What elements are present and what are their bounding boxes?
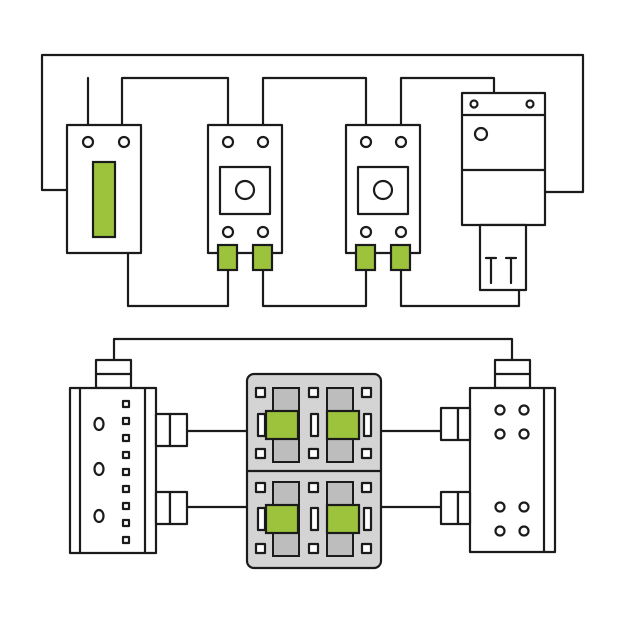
wire-bridge-1-2 bbox=[120, 76, 230, 127]
breaker-panel bbox=[245, 372, 383, 570]
top-bus-wire bbox=[112, 337, 514, 362]
breaker-toggle bbox=[325, 409, 361, 441]
green-terminal-right bbox=[389, 243, 412, 272]
green-terminal-right bbox=[251, 243, 274, 272]
wire-bridge-2-3 bbox=[261, 76, 368, 127]
terminal-block-left bbox=[68, 358, 189, 555]
breaker-row-upper bbox=[254, 386, 373, 463]
mount-holes-upper bbox=[494, 404, 530, 440]
switch-frame bbox=[218, 165, 272, 216]
outer-loop-wire bbox=[40, 53, 585, 194]
side-connector-lower-cap bbox=[168, 490, 189, 526]
wire-bottom-3-4 bbox=[399, 268, 521, 308]
breaker-row-lower bbox=[254, 481, 373, 557]
screw-terminal-icon bbox=[117, 135, 131, 149]
terminal-screw-column bbox=[121, 399, 131, 545]
screw-terminal-icon bbox=[359, 225, 373, 239]
screw-terminal-icon bbox=[81, 135, 95, 149]
screw-terminal-icon bbox=[394, 225, 408, 239]
push-button-icon bbox=[234, 179, 256, 201]
green-terminal-left bbox=[354, 243, 377, 272]
mount-hole-icon bbox=[93, 508, 105, 524]
green-terminal-left bbox=[216, 243, 239, 272]
terminal-block-right bbox=[439, 358, 557, 554]
screw-terminal-icon bbox=[256, 225, 270, 239]
mount-holes-lower bbox=[494, 501, 530, 537]
screw-terminal-icon bbox=[525, 99, 535, 109]
breaker-toggle bbox=[264, 409, 300, 441]
push-button-icon bbox=[372, 179, 394, 201]
side-connector-lower-cap bbox=[439, 490, 460, 526]
screw-terminal-icon bbox=[359, 135, 373, 149]
side-connector-lower bbox=[154, 490, 172, 526]
screw-terminal-icon bbox=[256, 135, 270, 149]
status-led-icon bbox=[473, 126, 489, 142]
power-supply-module bbox=[460, 91, 547, 292]
breaker-toggle bbox=[325, 503, 361, 535]
wire-bottom-1-2 bbox=[126, 251, 230, 308]
wire-bottom-2-3 bbox=[261, 268, 368, 308]
screw-terminal-icon bbox=[394, 135, 408, 149]
side-connector-upper-cap bbox=[439, 406, 460, 442]
side-connector-upper-cap bbox=[168, 412, 189, 448]
side-connector-upper bbox=[154, 412, 172, 448]
indicator-module bbox=[65, 123, 143, 255]
side-connector-upper bbox=[456, 406, 472, 442]
bottom-circuit bbox=[68, 337, 557, 570]
screw-terminal-icon bbox=[221, 135, 235, 149]
indicator-light-bar bbox=[91, 160, 117, 239]
wire-bridge-3-4 bbox=[399, 76, 496, 127]
mount-hole-icon bbox=[93, 461, 105, 477]
screw-terminal-icon bbox=[469, 99, 479, 109]
mount-hole-icon bbox=[93, 416, 105, 432]
top-circuit bbox=[40, 53, 585, 308]
switch-module bbox=[344, 123, 422, 272]
plug-pins-icon bbox=[484, 256, 518, 285]
screw-terminal-icon bbox=[221, 225, 235, 239]
switch-module bbox=[206, 123, 284, 272]
breaker-toggle bbox=[264, 503, 300, 535]
side-connector-lower bbox=[456, 490, 472, 526]
